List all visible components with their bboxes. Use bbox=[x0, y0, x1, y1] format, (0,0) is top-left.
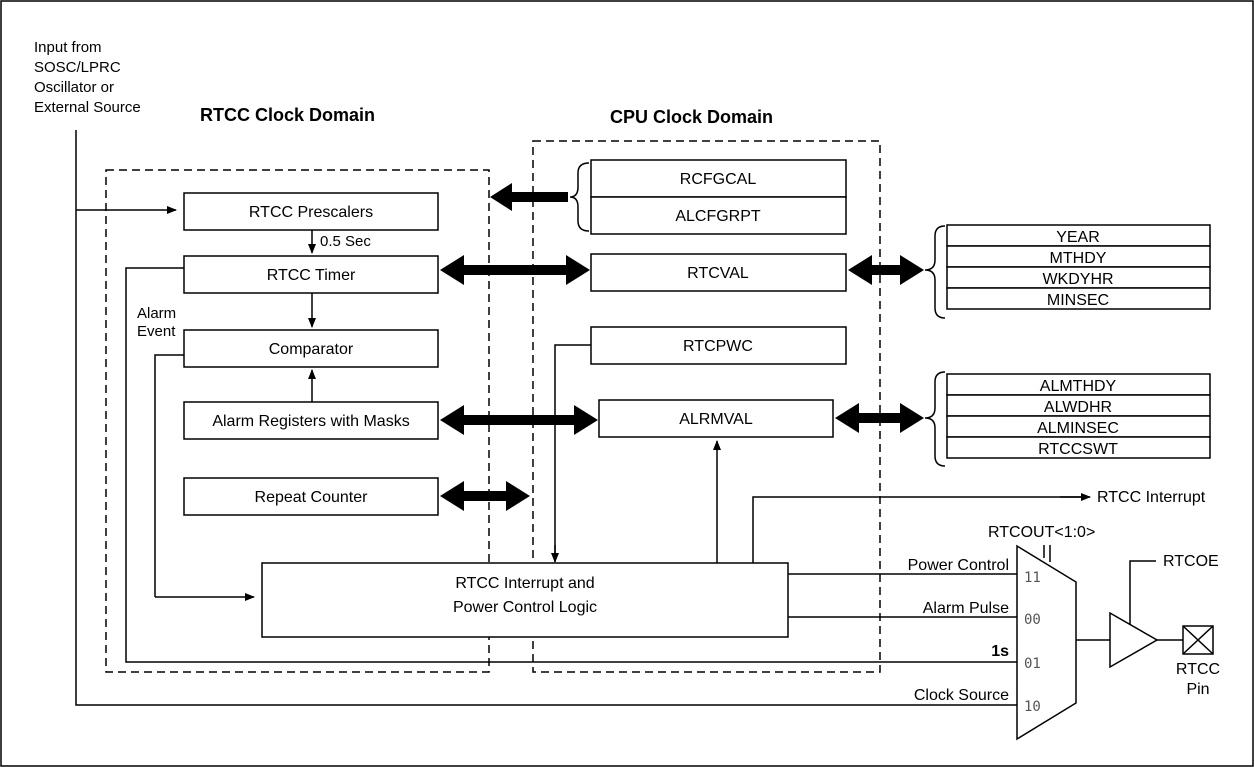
rtcpwc-label: RTCPWC bbox=[683, 338, 753, 355]
rtcval-label: RTCVAL bbox=[687, 265, 749, 282]
alrmval-field-alwdhr: ALWDHR bbox=[1044, 399, 1112, 416]
rtcval-field-mthdy: MTHDY bbox=[1050, 250, 1107, 267]
power-control-label: Power Control bbox=[908, 557, 1009, 574]
alarm-alrmval-bus-arrow bbox=[440, 405, 598, 435]
pin-label-2: Pin bbox=[1186, 681, 1209, 698]
rtcval-box bbox=[590, 253, 847, 292]
interrupt-logic-box bbox=[261, 562, 789, 638]
input-line-2: SOSC/LPRC bbox=[34, 59, 121, 76]
rtcc-pin-icon bbox=[1182, 625, 1214, 655]
half-sec-label: 0.5 Sec bbox=[320, 233, 371, 250]
input-line-4: External Source bbox=[34, 99, 141, 116]
rcfgcal-box bbox=[590, 159, 847, 198]
alrmval-box bbox=[598, 399, 834, 438]
alrmval-field-row bbox=[946, 436, 1211, 459]
rtcval-field-year: YEAR bbox=[1056, 229, 1100, 246]
mux-input-10: 10 bbox=[1024, 699, 1041, 715]
cpu-domain-box bbox=[532, 140, 881, 673]
input-line-3: Oscillator or bbox=[34, 79, 114, 96]
alrmval-label: ALRMVAL bbox=[679, 411, 753, 428]
alrmval-field-table: ALMTHDY ALWDHR ALMINSEC RTCCSWT bbox=[946, 373, 1211, 459]
rtcpwc-box bbox=[590, 326, 847, 365]
alarm-pulse-label: Alarm Pulse bbox=[923, 600, 1009, 617]
alcfgrpt-box bbox=[590, 196, 847, 235]
prescalers-box bbox=[183, 192, 439, 231]
alarm-event-line bbox=[154, 354, 184, 597]
rtcval-field-minsec: MINSEC bbox=[1047, 292, 1109, 309]
output-buffer bbox=[1109, 611, 1159, 669]
pin-label-1: RTCC bbox=[1176, 661, 1220, 678]
interrupt-logic-line-2: Power Control Logic bbox=[453, 599, 597, 616]
comparator-box bbox=[183, 329, 439, 368]
alarm-registers-box bbox=[183, 401, 439, 440]
interrupt-logic-line-1: RTCC Interrupt and bbox=[455, 575, 594, 592]
output-mux bbox=[1016, 544, 1077, 741]
repeat-counter-box bbox=[183, 477, 439, 516]
timer-label: RTCC Timer bbox=[267, 267, 356, 284]
rtcval-fields-bus-arrow bbox=[848, 255, 924, 285]
cpu-domain-title: CPU Clock Domain bbox=[610, 107, 773, 127]
input-source-label: Input from SOSC/LPRC Oscillator or Exter… bbox=[34, 39, 141, 116]
prescalers-label: RTCC Prescalers bbox=[249, 204, 373, 221]
timer-box bbox=[183, 255, 439, 294]
alrmval-field-alminsec: ALMINSEC bbox=[1037, 420, 1119, 437]
clock-source-label: Clock Source bbox=[914, 687, 1009, 704]
alrmval-brace bbox=[924, 371, 946, 467]
clock-source-line bbox=[75, 130, 1017, 706]
rtcout-label: RTCOUT<1:0> bbox=[988, 524, 1095, 541]
input-line-1: Input from bbox=[34, 39, 102, 56]
one-sec-line bbox=[125, 267, 1017, 663]
alcfgrpt-label: ALCFGRPT bbox=[675, 208, 761, 225]
rtcval-field-wkdyhr: WKDYHR bbox=[1042, 271, 1113, 288]
repeat-counter-label: Repeat Counter bbox=[255, 489, 369, 506]
alrmval-field-rtccswt: RTCCSWT bbox=[1038, 441, 1118, 458]
rcfgcal-brace bbox=[569, 162, 590, 232]
rtcval-field-table: YEAR MTHDY WKDYHR MINSEC bbox=[946, 224, 1211, 310]
repeat-counter-bus-arrow bbox=[440, 481, 530, 511]
alrmval-field-almthdy: ALMTHDY bbox=[1040, 378, 1117, 395]
mux-input-00: 00 bbox=[1024, 612, 1041, 628]
timer-rtcval-bus-arrow bbox=[440, 255, 590, 285]
interrupt-line bbox=[752, 496, 1082, 563]
rtcoe-line bbox=[1129, 560, 1156, 625]
rcfgcal-label: RCFGCAL bbox=[680, 171, 757, 188]
comparator-label: Comparator bbox=[269, 341, 354, 358]
rtcoe-label: RTCOE bbox=[1163, 553, 1219, 570]
one-sec-label: 1s bbox=[991, 643, 1009, 660]
alarm-registers-label: Alarm Registers with Masks bbox=[212, 413, 409, 430]
mux-input-11: 11 bbox=[1024, 570, 1041, 586]
rtcval-field-row bbox=[946, 287, 1211, 310]
mux-input-01: 01 bbox=[1024, 656, 1041, 672]
rtcc-domain-title: RTCC Clock Domain bbox=[200, 105, 375, 125]
rtcval-brace bbox=[924, 225, 946, 319]
alarm-event-label-2: Event bbox=[137, 323, 176, 340]
alarm-event-label-1: Alarm bbox=[137, 305, 176, 322]
alrmval-fields-bus-arrow bbox=[835, 403, 924, 433]
rtcpwc-line bbox=[554, 344, 591, 557]
rcfgcal-bus-arrow bbox=[490, 183, 568, 211]
interrupt-label: RTCC Interrupt bbox=[1097, 489, 1206, 506]
